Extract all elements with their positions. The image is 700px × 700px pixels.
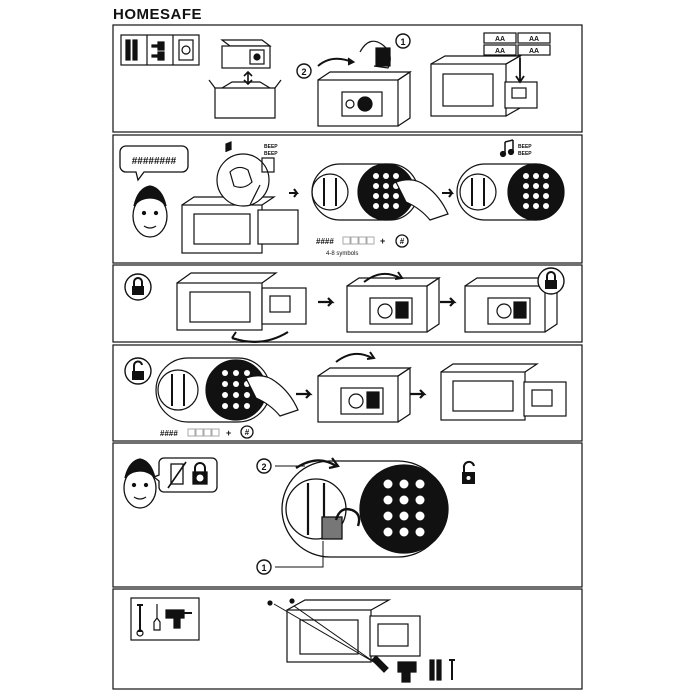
padlock-closed-icon	[124, 273, 152, 301]
code-plus-text: +	[226, 428, 231, 438]
beep-text-3: BEEP	[518, 144, 532, 150]
padlock-open-icon	[124, 357, 152, 385]
confirm-key-icon	[395, 234, 409, 248]
key-open-illustration	[317, 40, 412, 127]
arrow-icon	[440, 297, 457, 307]
panel-5: 2 1	[123, 457, 475, 575]
safe-open-illustration	[440, 363, 567, 421]
panel-2-frame	[112, 134, 583, 264]
step-1-marker: 1	[395, 33, 411, 49]
code-optional-slots	[187, 428, 220, 437]
code-entry-hint: #### + # 4-8 symbols	[316, 234, 409, 257]
battery-label-4: AA	[529, 48, 539, 55]
code-entry-hint: #### + #	[160, 425, 254, 439]
person-face-icon	[123, 458, 157, 509]
safe-closing-illustration	[176, 272, 307, 343]
code-confirm-text: #	[400, 237, 405, 246]
brand-title: HOMESAFE	[113, 6, 203, 23]
keypad-entry-illustration	[311, 163, 449, 221]
padlock-closed-icon	[537, 267, 565, 295]
wall-mount-illustration	[267, 598, 455, 683]
keypad-unlock-illustration	[155, 357, 299, 423]
arrow-icon	[296, 389, 313, 399]
speech-code-text: ########	[132, 156, 177, 167]
step-2-marker: 2	[296, 63, 312, 79]
speech-bubble: ########	[119, 145, 189, 182]
code-confirm-text: #	[245, 428, 250, 437]
code-plus-text: +	[380, 236, 385, 246]
panel-2: ######## BEEP BEEP	[119, 139, 565, 257]
step-2-marker: 2	[256, 458, 272, 474]
arrow-icon	[289, 188, 299, 198]
code-hash-text: ####	[316, 237, 334, 246]
reset-button-illustration	[181, 141, 299, 254]
keypad-result-illustration	[456, 139, 565, 221]
arrow-icon	[410, 389, 427, 399]
beep-text-1: BEEP	[264, 144, 278, 150]
safe-unboxing-illustration	[208, 39, 282, 119]
arrow-icon	[442, 188, 454, 198]
step-1-number: 1	[400, 37, 405, 47]
battery-label-2: AA	[529, 36, 539, 43]
step-2-number: 2	[261, 462, 266, 472]
code-caption-text: 4-8 symbols	[326, 251, 358, 257]
panel-3-frame	[112, 264, 583, 343]
panel-6	[130, 597, 455, 683]
safe-locked-illustration	[464, 276, 559, 333]
person-face-icon	[132, 185, 168, 238]
accessories-box	[120, 34, 200, 66]
code-hash-text: ####	[160, 429, 178, 438]
step-2-number: 2	[301, 67, 306, 77]
battery-label-1: AA	[495, 36, 505, 43]
forgot-code-bubble	[152, 457, 218, 493]
panel-4: #### + #	[124, 351, 567, 439]
panel-1-frame	[112, 24, 583, 133]
confirm-key-icon	[240, 425, 254, 439]
battery-label-3: AA	[495, 48, 505, 55]
code-optional-slots	[342, 236, 375, 245]
override-key-illustration	[275, 457, 449, 568]
arrow-icon	[318, 297, 335, 307]
panel-4-frame	[112, 344, 583, 442]
panel-3	[124, 267, 565, 343]
step-1-marker: 1	[256, 559, 272, 575]
beep-text-2: BEEP	[264, 151, 278, 157]
padlock-open-icon	[462, 460, 475, 484]
beep-text-4: BEEP	[518, 151, 532, 157]
safe-unlock-turn-illustration	[317, 351, 412, 423]
panel-6-frame	[112, 588, 583, 690]
panel-5-frame	[112, 442, 583, 588]
panel-1: 2 1 AA AA AA AA	[120, 32, 551, 127]
step-1-number: 1	[261, 563, 266, 573]
panel-frames	[112, 24, 583, 690]
tools-box	[130, 597, 200, 641]
safe-dial-turn-illustration	[346, 271, 441, 333]
battery-install-illustration	[430, 32, 551, 117]
